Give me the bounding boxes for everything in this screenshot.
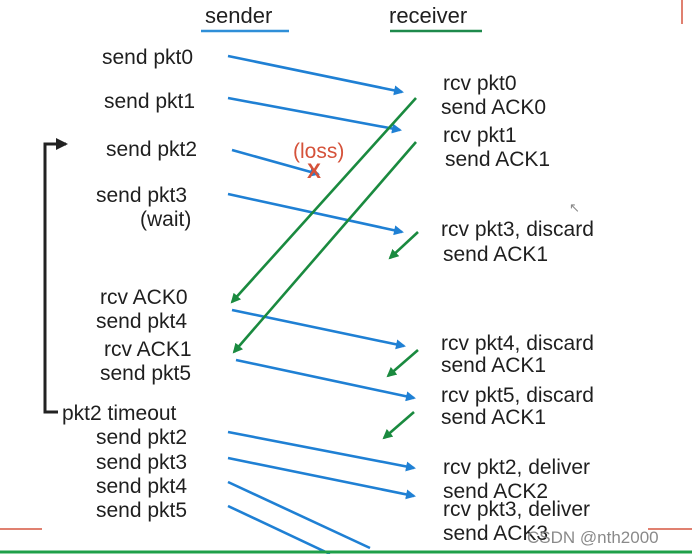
sender-label-resend-pkt5: send pkt5: [96, 499, 188, 522]
sender-label-wait: (wait): [140, 208, 192, 231]
receiver-label-rcv-pkt1: rcv pkt1: [443, 124, 517, 147]
receiver-label-rcv-pkt5-discard: rcv pkt5, discard: [441, 384, 594, 407]
timeout-bracket: [43, 138, 68, 414]
sender-header: sender: [205, 3, 273, 28]
pkt2-resend-arrow: [227, 430, 416, 472]
sender-label-rcv-ack0: rcv ACK0: [100, 286, 188, 309]
pkt2-lost-arrow: [231, 148, 320, 177]
sender-label-send-pkt5: send pkt5: [100, 362, 192, 385]
receiver-label-send-ack3: send ACK3: [443, 522, 549, 545]
sender-label-rcv-ack1: rcv ACK1: [104, 338, 192, 361]
sender-label-send-pkt1: send pkt1: [104, 90, 196, 113]
loss-label: (loss): [293, 140, 345, 163]
pkt3-resend-arrow: [227, 456, 416, 500]
sender-label-send-pkt2: send pkt2: [106, 138, 198, 161]
receiver-label-send-ack0: send ACK0: [441, 96, 547, 119]
pkt5-resend-arrow: [227, 504, 331, 554]
receiver-label-send-ack2: send ACK2: [443, 480, 549, 503]
pkt4-arrow: [231, 308, 406, 350]
pkt1-arrow: [227, 96, 402, 134]
pkt4-resend-arrow: [227, 480, 371, 550]
loss-x-icon: X: [307, 160, 322, 183]
sender-label-resend-pkt3: send pkt3: [96, 451, 188, 474]
sender-label-send-pkt0: send pkt0: [102, 46, 194, 69]
receiver-label-rcv-pkt0: rcv pkt0: [443, 72, 517, 95]
receiver-label-send-ack1-dup1: send ACK1: [443, 243, 549, 266]
receiver-label-send-ack1-dup3: send ACK1: [441, 406, 547, 429]
pkt0-arrow: [227, 54, 404, 96]
sender-label-send-pkt4: send pkt4: [96, 310, 188, 333]
ack1-dup-arrow-3: [382, 411, 415, 440]
ack1-dup-arrow-1: [388, 231, 419, 260]
sender-label-resend-pkt4: send pkt4: [96, 475, 188, 498]
pkt5-arrow: [235, 358, 416, 402]
receiver-label-rcv-pkt4-discard: rcv pkt4, discard: [441, 332, 594, 355]
mouse-cursor-icon: ↖: [569, 200, 580, 215]
ack0-arrow: [230, 97, 417, 304]
receiver-label-rcv-pkt3-discard: rcv pkt3, discard: [441, 218, 594, 241]
sender-label-pkt2-timeout: pkt2 timeout: [62, 402, 177, 425]
receiver-label-send-ack1-dup2: send ACK1: [441, 354, 547, 377]
receiver-header: receiver: [389, 3, 468, 28]
receiver-label-rcv-pkt2-deliver: rcv pkt2, deliver: [443, 456, 591, 479]
receiver-label-rcv-pkt3-deliver: rcv pkt3, deliver: [443, 498, 591, 521]
sender-label-resend-pkt2: send pkt2: [96, 426, 188, 449]
receiver-label-send-ack1: send ACK1: [445, 148, 551, 171]
ack1-dup-arrow-2: [386, 349, 419, 378]
watermark-text: CSDN @nth2000: [527, 528, 659, 547]
sender-label-send-pkt3: send pkt3: [96, 184, 188, 207]
ack1-arrow: [232, 141, 417, 354]
pkt3-arrow: [227, 192, 404, 236]
